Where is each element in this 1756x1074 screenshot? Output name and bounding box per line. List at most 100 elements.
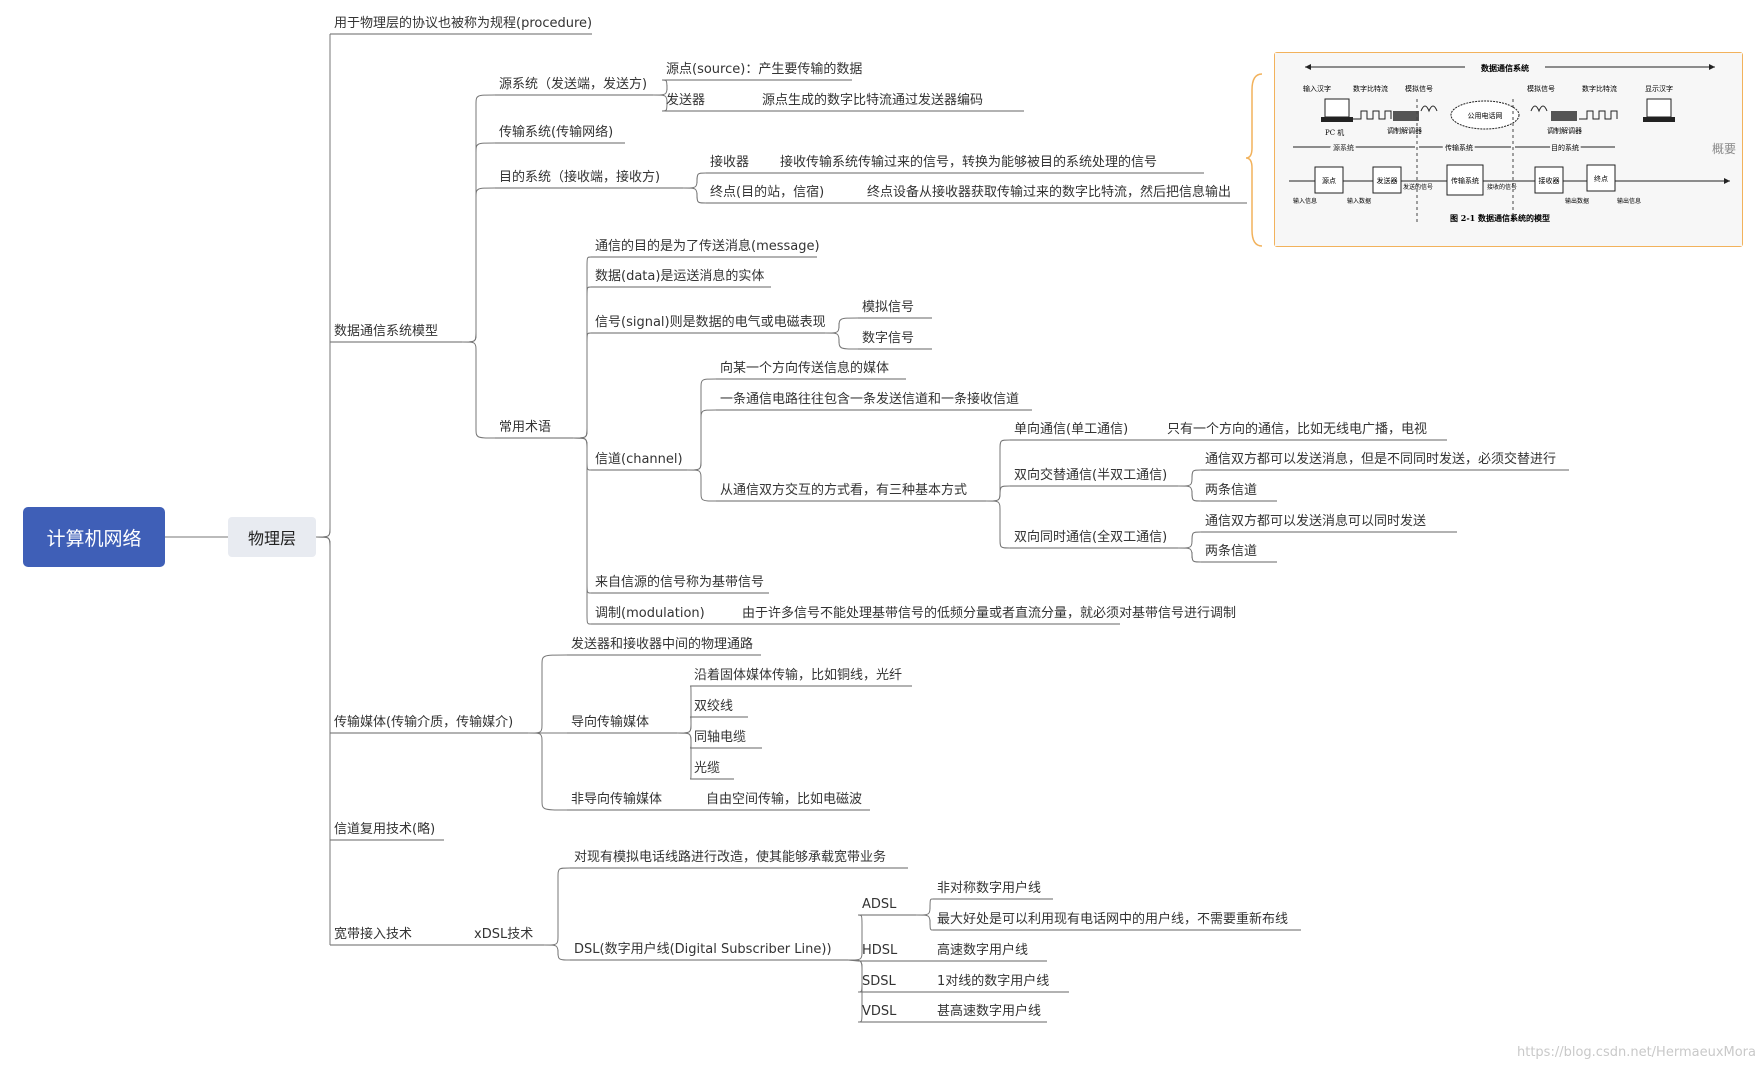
fig-pc: PC 机 [1325, 128, 1344, 137]
node-hdsl-d[interactable]: 高速数字用户线 [937, 943, 1029, 958]
link-terms-channel [572, 437, 592, 471]
node-half-d2[interactable]: 两条信道 [1205, 483, 1258, 498]
fig-input-char: 输入汉字 [1303, 84, 1331, 93]
node-unguided-d[interactable]: 自由空间传输，比如电磁波 [706, 792, 863, 807]
node-vdsl-d[interactable]: 甚高速数字用户线 [937, 1004, 1042, 1019]
node-receiver[interactable]: 接收器 [710, 155, 750, 170]
node-ch1[interactable]: 向某一个方向传送信息的媒体 [720, 361, 890, 376]
node-procedure[interactable]: 用于物理层的协议也被称为规程(procedure) [334, 16, 593, 31]
node-g4[interactable]: 光缆 [694, 761, 721, 776]
root-node[interactable]: 计算机网络 [23, 507, 165, 567]
link-ch3-full [985, 500, 1011, 549]
node-receiver-desc[interactable]: 接收传输系统传输过来的信号，转换为能够被目的系统处理的信号 [780, 155, 1158, 170]
node-xdsl[interactable]: xDSL技术 [474, 927, 534, 942]
link-guided-g4 [676, 732, 692, 780]
link-sub-media [315, 536, 331, 733]
node-dst-sys[interactable]: 目的系统（接收端，接收方) [499, 170, 661, 185]
node-model[interactable]: 数据通信系统模型 [334, 324, 439, 339]
link-ch3-simplex [985, 439, 1011, 502]
node-x1[interactable]: 对现有模拟电话线路进行改造，使其能够承载宽带业务 [574, 850, 887, 865]
link-sub-mux [315, 536, 331, 840]
node-sdsl[interactable]: SDSL [862, 974, 896, 989]
node-baseband[interactable]: 来自信源的信号称为基带信号 [595, 575, 765, 590]
node-t-data[interactable]: 数据(data)是运送消息的实体 [595, 269, 765, 284]
node-half[interactable]: 双向交替通信(半双工通信) [1014, 468, 1168, 483]
fig-sender: 发送器 [1377, 176, 1398, 185]
fig-out-data: 输出数据 [1565, 197, 1589, 205]
node-dsl[interactable]: DSL(数字用户线(Digital Subscriber Line)) [574, 942, 832, 957]
node-sdsl-d[interactable]: 1对线的数字用户线 [937, 974, 1050, 989]
node-simplex-d[interactable]: 只有一个方向的通信，比如无线电广播，电视 [1167, 422, 1428, 437]
node-adsl[interactable]: ADSL [862, 897, 897, 912]
fig-dst-sys: 目的系统 [1551, 143, 1579, 152]
link-terms-t_purpose [572, 256, 592, 439]
physical-layer-node[interactable]: 物理层 [228, 517, 316, 557]
fig-receiver: 接收器 [1539, 176, 1560, 185]
node-terminal-desc[interactable]: 终点设备从接收器获取传输过来的数字比特流，然后把信息输出 [867, 185, 1232, 200]
link-model-src_sys [461, 94, 496, 343]
node-half-d1[interactable]: 通信双方都可以发送消息，但是不同同时发送，必须交替进行 [1205, 452, 1557, 467]
link-model-terms [461, 341, 496, 439]
link-half-half_d2 [1177, 485, 1202, 502]
fig-trans: 传输系统 [1451, 176, 1479, 185]
node-modulation-d[interactable]: 由于许多信号不能处理基带信号的低频分量或者直流分量，就必须对基带信号进行调制 [742, 606, 1237, 621]
node-unguided[interactable]: 非导向传输媒体 [571, 792, 663, 807]
fig-recv-sig: 接收的信号 [1487, 183, 1517, 191]
link-full-full_d1 [1177, 531, 1202, 549]
node-g3[interactable]: 同轴电缆 [694, 730, 747, 745]
link-guided-g2 [676, 716, 692, 734]
node-ch3[interactable]: 从通信双方交互的方式看，有三种基本方式 [720, 483, 968, 498]
node-sender-desc[interactable]: 源点生成的数字比特流通过发送器编码 [762, 93, 984, 108]
node-ch2[interactable]: 一条通信电路往往包含一条发送信道和一条接收信道 [720, 392, 1020, 407]
link-sub-broadband [315, 536, 331, 945]
link-dst_sys-terminal [682, 187, 707, 204]
node-trans-sys[interactable]: 传输系统(传输网络) [499, 125, 614, 140]
node-g1[interactable]: 沿着固体媒体传输，比如铜线，光纤 [694, 668, 903, 683]
node-simplex[interactable]: 单向通信(单工通信) [1014, 422, 1129, 437]
node-modulation[interactable]: 调制(modulation) [595, 606, 705, 621]
watermark: https://blog.csdn.net/HermaeuxMora [1517, 1045, 1756, 1060]
fig-analog2: 模拟信号 [1527, 84, 1555, 93]
node-t-purpose[interactable]: 通信的目的是为了传送消息(message) [595, 239, 820, 254]
node-hdsl[interactable]: HDSL [862, 943, 898, 958]
node-t-signal[interactable]: 信号(signal)则是数据的电气或电磁表现 [595, 315, 826, 330]
fig-src-sys: 源系统 [1333, 143, 1354, 152]
node-channel[interactable]: 信道(channel) [595, 452, 683, 467]
link-adsl-adsl2 [915, 914, 934, 931]
link-media-unguided [527, 732, 568, 811]
node-guided[interactable]: 导向传输媒体 [571, 715, 650, 730]
node-full[interactable]: 双向同时通信(全双工通信) [1014, 530, 1168, 545]
link-sub-model [315, 342, 331, 538]
node-media[interactable]: 传输媒体(传输介质，传输媒介) [334, 715, 514, 730]
node-sender[interactable]: 发送器 [666, 93, 706, 108]
node-adsl1[interactable]: 非对称数字用户线 [937, 881, 1042, 896]
node-m-path[interactable]: 发送器和接收器中间的物理通路 [571, 637, 754, 652]
model-figure[interactable]: 数据通信系统 输入汉字 数字比特流 模拟信号 模拟信号 数字比特流 显示汉字 P… [1274, 52, 1743, 247]
link-t_signal-analog [824, 317, 859, 334]
node-terminal[interactable]: 终点(目的站，信宿) [710, 185, 825, 200]
node-analog[interactable]: 模拟信号 [862, 300, 915, 315]
node-src-sys[interactable]: 源系统（发送端，发送方) [499, 77, 648, 92]
fig-terminal: 终点 [1594, 174, 1608, 183]
node-full-d1[interactable]: 通信双方都可以发送消息可以同时发送 [1205, 514, 1427, 529]
node-full-d2[interactable]: 两条信道 [1205, 544, 1258, 559]
node-terms[interactable]: 常用术语 [499, 420, 552, 435]
link-dsl-vdsl [847, 959, 863, 1023]
node-broadband[interactable]: 宽带接入技术 [334, 927, 413, 942]
summary-note[interactable]: 概要 [1712, 142, 1737, 156]
link-sub-procedure [315, 34, 331, 538]
link-terms-baseband [572, 437, 592, 594]
link-t_signal-digital [824, 332, 859, 350]
node-adsl2[interactable]: 最大好处是可以利用现有电话网中的用户线，不需要重新布线 [937, 912, 1289, 927]
fig-modem2: 调制解调器 [1547, 126, 1582, 135]
link-channel-ch2 [686, 409, 717, 471]
node-vdsl[interactable]: VDSL [862, 1004, 897, 1019]
fig-analog1: 模拟信号 [1405, 84, 1433, 93]
link-ch3-half [985, 485, 1011, 502]
node-g2[interactable]: 双绞线 [694, 699, 734, 714]
link-channel-ch3 [686, 469, 717, 502]
node-source[interactable]: 源点(source)：产生要传输的数据 [666, 62, 863, 77]
node-digital[interactable]: 数字信号 [862, 331, 915, 346]
node-mux[interactable]: 信道复用技术(略) [334, 822, 436, 837]
